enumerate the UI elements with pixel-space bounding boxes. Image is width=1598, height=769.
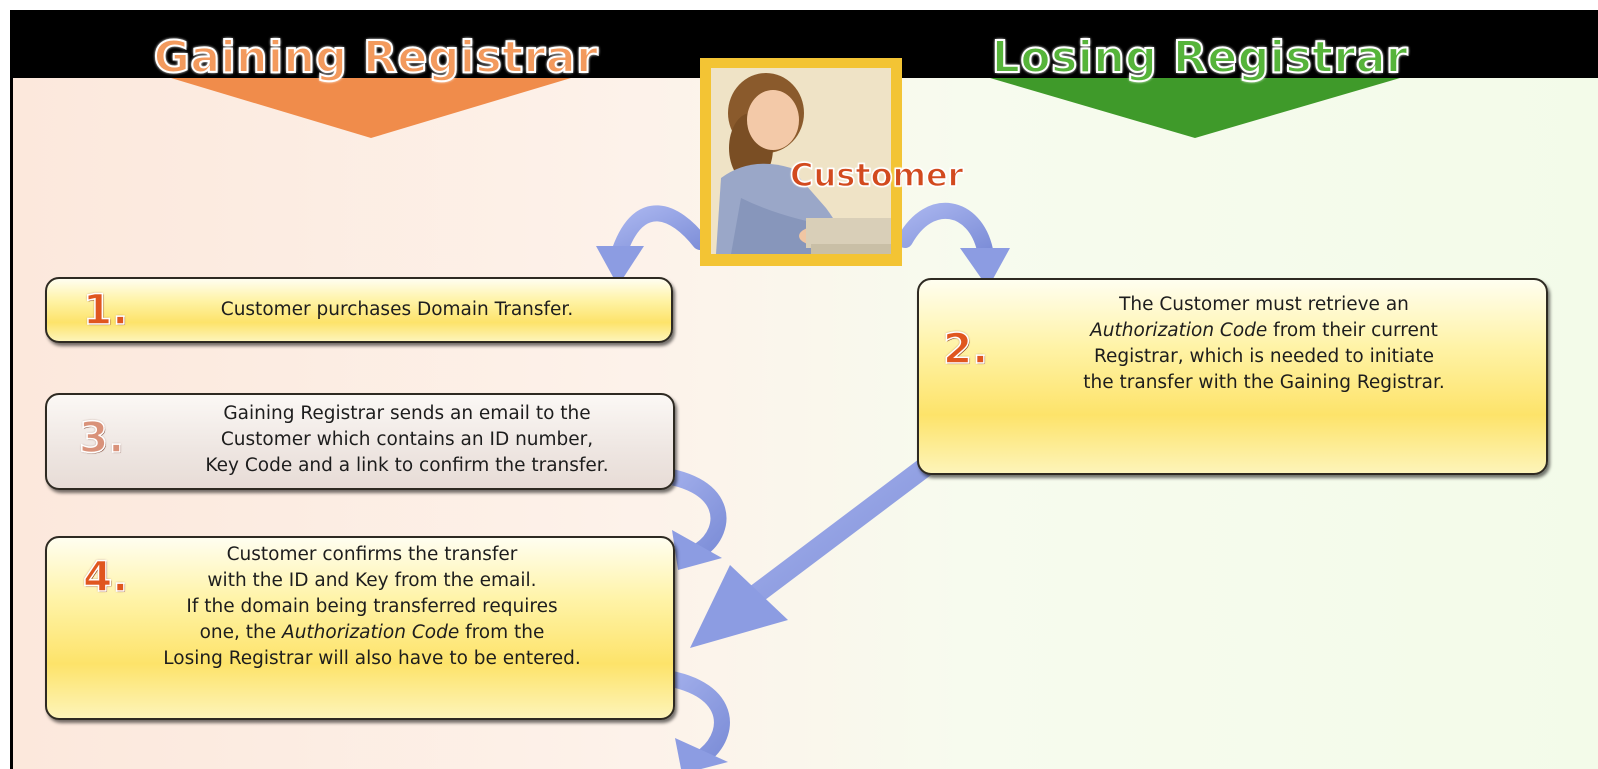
losing-banner-shape: [990, 78, 1400, 138]
losing-registrar-title: Losing Registrar: [991, 31, 1409, 84]
step-4-line-4: one, the Authorization Code from the: [107, 620, 637, 646]
customer-label: Customer: [789, 155, 964, 195]
losing-registrar-banner: Losing Registrar: [940, 10, 1460, 160]
step-4-line-2: with the ID and Key from the email.: [207, 570, 537, 591]
customer-illustration: [711, 68, 891, 254]
gaining-registrar-banner: Gaining Registrar: [116, 10, 636, 160]
step-3-number: 3.: [78, 412, 125, 463]
step-2-line-3: Registrar, which is needed to initiate: [1094, 346, 1434, 367]
flow-arrows: [596, 202, 1010, 769]
step-2-line-2-rest: from their current: [1267, 320, 1438, 341]
arrow-customer-to-step1: [596, 205, 708, 286]
step-2-line-2: Authorization Code from their current: [979, 318, 1549, 344]
step-2-box: 2. The Customer must retrieve an Authori…: [917, 278, 1548, 475]
authorization-code-term: Authorization Code: [1090, 320, 1268, 341]
step-4-line-4-post: from the: [459, 622, 545, 643]
gaining-banner-shape: [171, 78, 571, 138]
arrow-customer-to-step2: [897, 202, 1010, 288]
left-border: [10, 10, 13, 769]
step-4-box: 4. Customer confirms the transfer with t…: [45, 536, 675, 720]
step-4-line-5: Losing Registrar will also have to be en…: [163, 648, 581, 669]
step-3-box: 3. Gaining Registrar sends an email to t…: [45, 393, 675, 490]
step-3-line-1: Gaining Registrar sends an email to the: [223, 403, 591, 424]
step-4-text: Customer confirms the transfer with the …: [107, 542, 637, 672]
customer-photo: [711, 68, 891, 254]
step-2-text: The Customer must retrieve an Authorizat…: [979, 292, 1549, 396]
step-1-box: 1. Customer purchases Domain Transfer.: [45, 277, 673, 343]
step-2-line-1: The Customer must retrieve an: [1119, 294, 1409, 315]
step-4-line-1: Customer confirms the transfer: [226, 544, 518, 565]
arrow-step2-to-step4: [690, 442, 955, 648]
step-3-line-3: Key Code and a link to confirm the trans…: [205, 455, 609, 476]
step-3-line-2: Customer which contains an ID number,: [220, 429, 594, 450]
step-1-number: 1.: [82, 284, 129, 335]
step-3-text: Gaining Registrar sends an email to the …: [137, 401, 677, 479]
step-2-number: 2.: [942, 323, 989, 374]
step-4-line-3: If the domain being transferred requires: [186, 596, 558, 617]
authorization-code-term-2: Authorization Code: [282, 622, 460, 643]
step-1-text: Customer purchases Domain Transfer.: [220, 299, 574, 320]
gaining-registrar-title: Gaining Registrar: [153, 31, 599, 84]
step-4-line-4-pre: one, the: [199, 622, 283, 643]
diagram-canvas: Gaining Registrar Losing Registrar: [10, 10, 1598, 769]
step-2-line-4: the transfer with the Gaining Registrar.: [1083, 372, 1445, 393]
step-4-number: 4.: [82, 551, 129, 602]
